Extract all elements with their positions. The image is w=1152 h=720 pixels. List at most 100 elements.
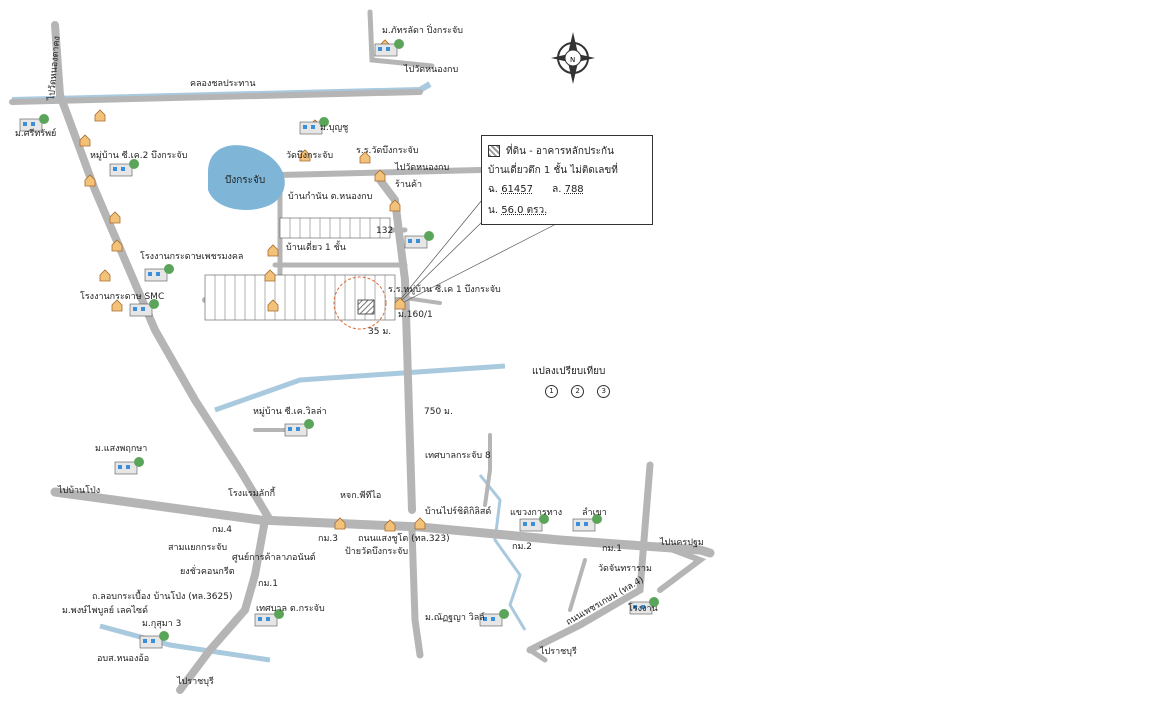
road-south-center (408, 526, 424, 659)
label-irrigation-canal: คลองชลประทาน (190, 79, 256, 89)
comparison-marker-3: 3 (597, 385, 611, 398)
label-private-house: บ้านไปร์ชิดิกิลิสด์ (425, 507, 492, 517)
village-icon (374, 39, 404, 57)
label-to-ratchaburi-left: ไปราชบุรี (177, 677, 214, 687)
deed-prefix: ฉ. (488, 184, 498, 195)
label-to-wat-nonggob: ไปวัดหนองกบ (395, 163, 450, 173)
house-icon (84, 174, 96, 187)
label-distance-35m: 35 ม. (368, 327, 392, 337)
label-km1-right: กม.1 (602, 544, 622, 554)
label-ck2-village: หมู่บ้าน ซี.เค.2 บึงกระจับ (90, 151, 188, 161)
label-to-ratchaburi-right: ไปราชบุรี (540, 647, 577, 657)
label-pti-company: หจก.พีทีไอ (340, 491, 382, 501)
label-lamkao: ลำเขา (582, 508, 607, 518)
road-southeast-diag (568, 558, 587, 612)
label-highway-district: แขวงการทาง (510, 508, 563, 518)
label-saengpruksa: ม.แสงพฤกษา (95, 444, 148, 454)
collateral-plot (357, 299, 375, 315)
comparison-marker-1: 1 (545, 385, 558, 398)
village-icon (572, 514, 602, 532)
village-icon (404, 231, 434, 249)
label-krajab-junction: สามแยกกระจับ (168, 543, 228, 553)
legend-leader-lines (399, 199, 561, 304)
lot-number: 788 (564, 184, 584, 195)
house-icon (374, 169, 386, 182)
label-srisap-village: ม.ศรีทรัพย์ (15, 129, 57, 139)
legend-swatch-row: ที่ดิน - อาคารหลักประกัน (488, 144, 614, 159)
village-icon (299, 117, 329, 135)
house-icon (111, 239, 123, 252)
label-single-house: บ้านเดี่ยว 1 ชั้น (286, 243, 346, 253)
village-icon (114, 457, 144, 475)
label-ck-villa: หมู่บ้าน ซี.เค.วิลล่า (253, 407, 327, 417)
canal-middle (214, 363, 506, 413)
road-east-branch (483, 433, 492, 507)
label-distance-750m: 750 ม. (424, 407, 453, 417)
label-yongchua-concrete: ยงชั่วคอนกรีต (180, 567, 235, 577)
label-lucky-hotel: โรงแรมลักกี้ (228, 489, 276, 499)
deed-number: 61457 (501, 184, 533, 195)
subject-highlight-circle (333, 276, 387, 330)
label-to-nakhonpathom: ไปนครปฐม (660, 538, 704, 548)
label-house-160-1: ม.160/1 (398, 310, 433, 320)
label-to-wat-nonggob-north: ไปวัดหนองกบ (404, 65, 459, 75)
house-icon (334, 517, 346, 530)
house-icon (94, 109, 106, 122)
house-icon (299, 149, 311, 162)
village-icon (284, 419, 314, 437)
house-icon (414, 517, 426, 530)
label-labanan-center: ศูนย์การค้าลาภอนันต์ (232, 553, 316, 563)
hatch-swatch (488, 145, 500, 157)
road-south-left (176, 516, 269, 694)
lake-bungkrajab (208, 145, 285, 210)
label-pattaralada: ม.ภัทรลัดา ปิ่งกระจับ (382, 26, 463, 36)
label-km3: กม.3 (318, 534, 338, 544)
area-prefix: น. (488, 205, 499, 216)
label-petchmongkol-factory: โรงงานกระดาษเพชรมงคล (140, 252, 244, 262)
road-network (9, 9, 715, 694)
house-icon (111, 299, 123, 312)
road-nakhonpathom (657, 542, 707, 593)
label-school-bungkrajab: ร.ร.วัดบึงกระจับ (356, 146, 419, 156)
label-factory-southeast: โรงงาน (628, 604, 658, 614)
legend-area-row: น. 56.0 ตรว. (488, 203, 547, 218)
house-icon (79, 134, 91, 147)
label-pongpaiboon-lakeside: ม.พงษ์ไพบูลย์ เลคไซด์ (62, 606, 148, 616)
house-icon (359, 151, 371, 164)
house-icon (384, 519, 396, 532)
house-icon (267, 299, 279, 312)
label-shop: ร้านค้า (395, 180, 423, 190)
house-icon (264, 269, 276, 282)
label-km4: กม.4 (212, 525, 232, 535)
road-west-vertical (51, 21, 274, 524)
label-wat-bungkrajab: วัดบึงกระจับ (286, 151, 334, 161)
village-icon (129, 299, 159, 317)
label-wat-sign: ป้ายวัดบึงกระจับ (345, 547, 409, 557)
road-top (9, 89, 423, 105)
label-smc-factory: โรงงานกระดาษ SMC (80, 292, 165, 302)
label-nattaya-ville: ม.ณัฏฐญา วิลล์ (425, 613, 485, 623)
legend-swatch-label: ที่ดิน - อาคารหลักประกัน (506, 146, 614, 157)
village-icon (629, 597, 659, 615)
lot-prefix: ล. (552, 184, 562, 195)
stream-east (478, 474, 527, 631)
road-petchkasem (526, 461, 654, 654)
label-ck1-school: ร.ร.หมู่บ้าน ซี.เค 1 บึงกระจับ (388, 285, 501, 295)
building-icons (19, 39, 659, 649)
village-icon (109, 159, 139, 177)
label-to-banpong: ไปบ้านโป่ง (58, 486, 101, 496)
comparison-markers: 1 2 3 (545, 378, 618, 398)
label-krajab-municipality-8: เทศบาลกระจับ 8 (425, 451, 491, 461)
legend-deed-row: ฉ. 61457 ล. 788 (488, 182, 584, 197)
village-icon (139, 631, 169, 649)
label-boonchoo: ม.บุญชู (320, 123, 349, 133)
village-icon (479, 609, 509, 627)
canal-southwest (99, 623, 271, 663)
road-main (50, 487, 715, 558)
label-saengchuto-road: ถนนแสงชูโต (ทล.323) (358, 534, 450, 544)
house-icon (109, 211, 121, 224)
label-tile-road: ถ.ลอบกระเบื้อง บ้านโป่ง (ทล.3625) (92, 592, 233, 602)
label-krajab-municipality: เทศบาล ต.กระจับ (256, 604, 325, 614)
village-icon (254, 609, 284, 627)
